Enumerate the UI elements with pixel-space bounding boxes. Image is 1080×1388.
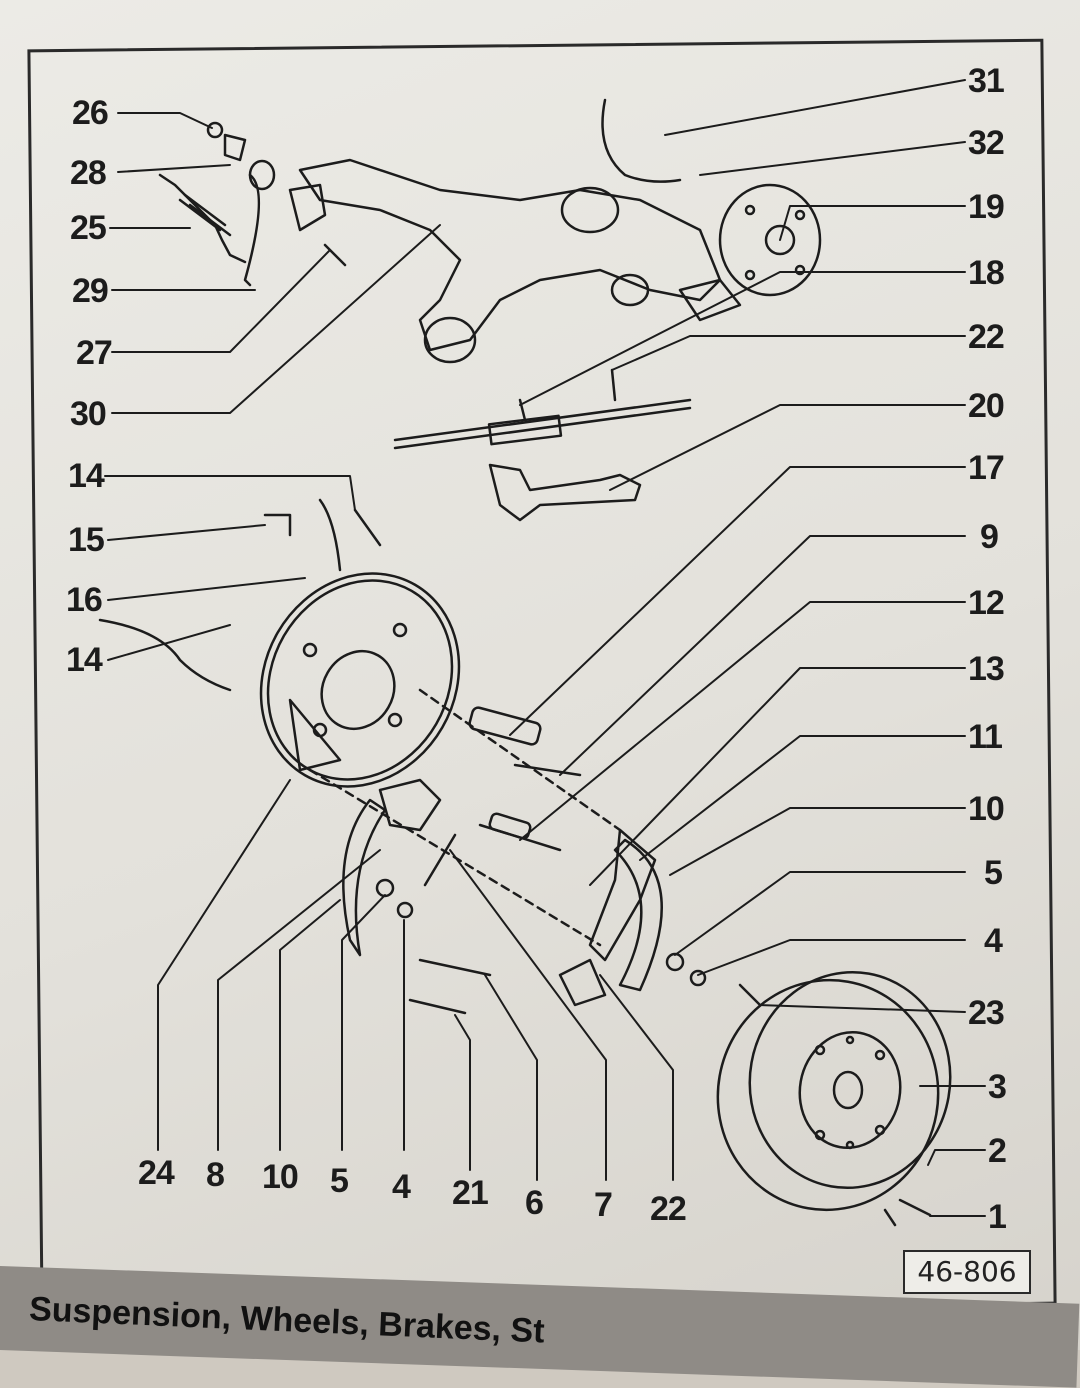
brake-shoe-left (342, 778, 442, 957)
callout-label: 4 (984, 922, 1003, 960)
exploded-brake-assembly-drawing (98, 79, 986, 1227)
bolt-27 (323, 243, 347, 267)
callout-label: 11 (968, 718, 1003, 756)
callout-label: 4 (392, 1168, 411, 1206)
callout-label: 29 (72, 272, 109, 310)
leader-lines-left (104, 112, 441, 661)
wheel-cylinder (468, 706, 542, 746)
callout-label: 17 (968, 449, 1005, 487)
callout-label: 14 (66, 641, 103, 679)
callout-label: 26 (72, 94, 109, 132)
callout-label: 31 (968, 62, 1005, 100)
callout-label: 32 (968, 124, 1005, 162)
callout-label: 5 (330, 1162, 349, 1200)
retainer-cup-5 (375, 878, 395, 898)
return-spring (513, 763, 582, 777)
callout-label: 25 (70, 209, 107, 247)
cable-bracket (393, 368, 692, 450)
axle-beam (288, 158, 722, 364)
clip-28 (223, 133, 247, 162)
spring-6 (418, 958, 492, 977)
bolt-23 (738, 983, 762, 1007)
wheel-bolt (898, 1198, 932, 1217)
callout-label: 24 (138, 1154, 175, 1192)
brake-drum (716, 970, 952, 1212)
callout-label: 10 (262, 1158, 299, 1196)
callout-label: 6 (525, 1184, 544, 1222)
callout-label: 23 (968, 994, 1005, 1032)
leader-lines-bottom (157, 779, 674, 1181)
nut-26 (206, 121, 224, 139)
callout-label: 27 (76, 334, 113, 372)
backing-plate (259, 572, 461, 788)
stub-axle-flange (678, 183, 822, 322)
bush-29 (248, 159, 276, 191)
callout-label: 12 (968, 584, 1005, 622)
callout-label: 1 (988, 1198, 1007, 1236)
callout-label: 2 (988, 1132, 1007, 1170)
callout-label: 22 (650, 1190, 687, 1228)
callout-label: 13 (968, 650, 1005, 688)
callout-label: 18 (968, 254, 1005, 292)
spring-7 (423, 833, 457, 887)
callout-label: 30 (70, 395, 107, 433)
mounting-bracket (488, 463, 642, 522)
callout-label: 10 (968, 790, 1005, 828)
callout-label: 22 (968, 318, 1005, 356)
callout-label: 21 (452, 1174, 489, 1212)
callout-label: 7 (594, 1186, 613, 1224)
callout-label: 16 (66, 581, 103, 619)
spring-21 (408, 998, 467, 1015)
callout-label: 5 (984, 854, 1003, 892)
leader-lines-right (509, 79, 986, 1217)
callout-label: 28 (70, 154, 107, 192)
brake-line (601, 98, 682, 183)
manual-page (0, 0, 1080, 1350)
callout-label: 9 (980, 518, 999, 556)
figure-number-box: 46-806 (903, 1250, 1031, 1294)
callout-label: 14 (68, 457, 105, 495)
callout-label: 20 (968, 387, 1005, 425)
callout-label: 8 (206, 1156, 225, 1194)
handbrake-cable (98, 618, 232, 692)
callout-label: 15 (68, 521, 105, 559)
callout-label: 3 (988, 1068, 1007, 1106)
coil-spring (158, 173, 247, 264)
brake-shoe-right (558, 828, 663, 1007)
callout-label: 19 (968, 188, 1005, 226)
pin-4 (396, 901, 414, 919)
